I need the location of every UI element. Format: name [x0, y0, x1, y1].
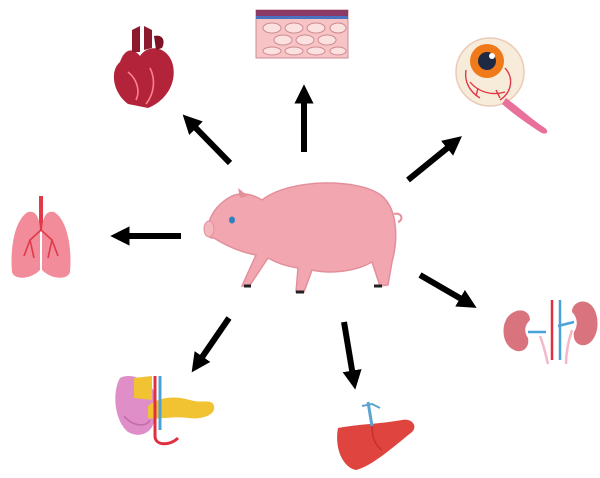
- pancreas-icon: [115, 376, 214, 444]
- arrow-to-heart: [188, 120, 230, 163]
- liver-icon: [337, 402, 414, 470]
- arrow-to-liver: [344, 322, 354, 382]
- arrow-to-pancreas: [196, 318, 229, 366]
- heart-icon: [114, 26, 174, 108]
- pig-icon: [204, 183, 401, 292]
- lungs-icon: [12, 196, 71, 278]
- kidneys-icon: [504, 300, 598, 364]
- arrow-to-eye: [408, 141, 456, 180]
- eye-icon: [456, 38, 547, 134]
- arrow-to-kidneys: [420, 275, 470, 304]
- skin-tissue-icon: [256, 10, 348, 58]
